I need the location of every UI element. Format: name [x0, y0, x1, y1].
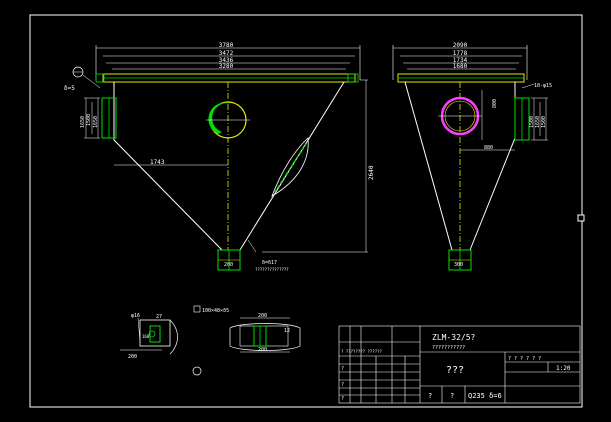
right-dim-right-1: 1500 [529, 116, 535, 128]
detail-1-dim-b: 160 [142, 334, 150, 339]
left-dim-left-3: 1650 [93, 116, 99, 128]
right-dim-top-1: 2090 [453, 42, 468, 49]
detail-1-label: φ16 [131, 313, 140, 319]
left-dim-top-2: 3472 [219, 50, 234, 57]
drawing-name: ??? [446, 365, 464, 376]
left-dim-width: 1743 [150, 159, 165, 166]
right-dim-holes: 10-φ15 [534, 83, 552, 89]
title-cell-q1: ? [428, 392, 432, 400]
left-dim-left-2: 1500 [86, 114, 92, 126]
drawing-material: Q235 δ=6 [468, 392, 502, 400]
detail-2-label: 100×48×δ5 [202, 308, 229, 314]
right-dim-right-3: 1500 [541, 116, 547, 128]
detail-2-dim-a: 200 [258, 313, 267, 319]
left-dim-bottom: 200 [224, 262, 233, 268]
left-dim-top-4: 3280 [219, 63, 234, 70]
right-dim-inner: 880 [484, 145, 493, 151]
left-note-bottom: δ=δ17 [262, 260, 277, 266]
viewport-handle[interactable] [577, 214, 585, 222]
left-dim-height: 2640 [368, 165, 375, 180]
title-block-left-marks: ? [341, 366, 344, 372]
title-block [338, 325, 581, 404]
left-view: 3780 3472 3436 3280 1650 1500 1650 δ=5 [64, 42, 375, 272]
left-note-thickness: δ=5 [64, 85, 75, 92]
drawing-number: ZLM-32/5? [432, 333, 476, 342]
right-dim-top-4: 1680 [453, 63, 468, 70]
left-dim-top-1: 3780 [219, 42, 234, 49]
title-block-left-marks-3: ? [341, 396, 344, 402]
detail-1-dim-c: 200 [128, 354, 137, 360]
right-dim-top-3: 1734 [453, 57, 468, 64]
right-view: 2090 1778 1734 1680 800 10-φ15 1500 1650… [392, 42, 552, 271]
right-dim-outlet: 800 [492, 99, 498, 108]
detail-2-dim-b: 12 [284, 328, 290, 334]
left-dim-left-1: 1650 [80, 116, 86, 128]
right-dim-right-2: 1650 [535, 116, 541, 128]
drawing-border [29, 14, 583, 408]
title-cell-q2: ? [450, 392, 454, 400]
right-dim-top-2: 1778 [453, 50, 468, 57]
detail-1-dim-a: 27 [156, 314, 162, 320]
detail-2-dim-c: 200 [258, 347, 267, 353]
left-note-bottom-sub: ?????????????? [255, 267, 289, 272]
title-block-header-marks: ? ? ? ? ? ? [508, 356, 541, 362]
right-dim-bottom: 300 [454, 262, 463, 268]
drawing-sub: ??????????? [432, 345, 465, 351]
detail-1: φ16 27 160 200 [120, 313, 178, 360]
title-block-row-labels: ? ???????? ?????? [341, 349, 383, 354]
detail-2: 100×48×δ5 200 12 200 [192, 305, 301, 376]
drawing-scale: 1:20 [556, 365, 571, 372]
title-block-left-marks-2: ? [341, 382, 344, 388]
left-dim-top-3: 3436 [219, 57, 234, 64]
